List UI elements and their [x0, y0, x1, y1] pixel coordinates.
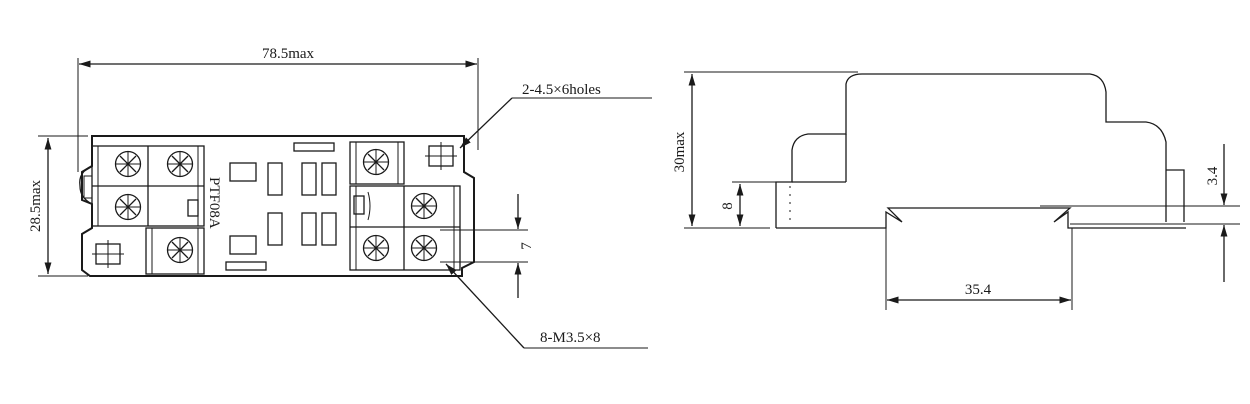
- mounting-hole: [91, 239, 125, 269]
- screw-terminal: [362, 234, 390, 262]
- side-8-dimension: 8: [720, 202, 736, 210]
- screw-terminal: [166, 236, 194, 264]
- screws-label: 8-M3.5×8: [540, 330, 601, 346]
- right-terminal-block: [349, 141, 405, 185]
- rail-thickness-dimension: 3.4: [1205, 166, 1221, 185]
- holes-label: 2-4.5×6holes: [522, 82, 601, 98]
- screw-terminal: [362, 148, 390, 176]
- screw-terminal: [114, 150, 142, 178]
- width-dimension: 78.5max: [262, 46, 315, 62]
- side-body-outline: [775, 73, 1167, 228]
- pin-slots: [225, 142, 337, 271]
- side-view: 30max 8 35.4 3.4: [672, 71, 1240, 310]
- screw-terminal: [166, 150, 194, 178]
- screw-terminal: [410, 192, 438, 220]
- model-label: PTF08A: [206, 177, 222, 229]
- front-view: PTF08A 78.5max 28.5max 2-4.5×6holes: [28, 46, 652, 349]
- mounting-hole: [424, 141, 458, 171]
- din-rail: [776, 207, 1186, 229]
- socket-outline: [81, 135, 475, 277]
- screw-terminal: [410, 234, 438, 262]
- screw-terminal: [114, 193, 142, 221]
- pitch-dimension: 7: [519, 242, 535, 250]
- height-dimension: 28.5max: [28, 179, 44, 232]
- side-height-dimension: 30max: [672, 131, 688, 172]
- rail-dimension: 35.4: [965, 282, 992, 298]
